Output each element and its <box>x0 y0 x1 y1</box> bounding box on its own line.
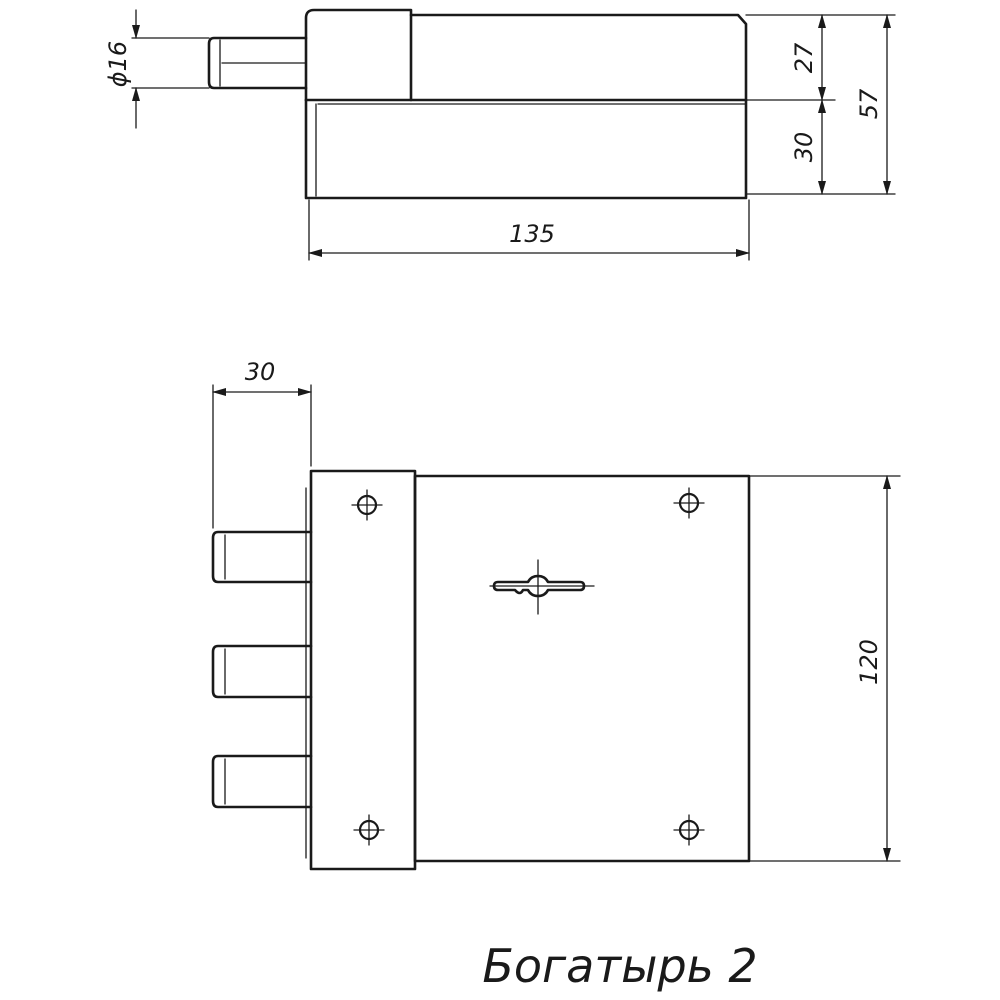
screw-hole-icon <box>351 489 383 521</box>
dim-length: 135 <box>509 220 555 248</box>
dim-lower-height: 30 <box>790 132 818 163</box>
bolt-3 <box>211 754 313 809</box>
top-view <box>207 8 748 200</box>
front-view-body <box>413 474 751 863</box>
bolt-2 <box>211 644 313 699</box>
screw-hole-icon <box>353 814 385 846</box>
front-view-dimensions: 30 120 <box>212 358 901 862</box>
top-view-dimensions: ϕ16 27 30 57 135 <box>104 9 896 261</box>
dim-bolt-projection: 30 <box>245 358 276 386</box>
screw-hole-icon <box>673 487 705 519</box>
top-view-body <box>409 13 748 102</box>
top-view-pin <box>207 36 308 90</box>
top-view-base-plate <box>304 98 748 200</box>
screw-hole-icon <box>673 814 705 846</box>
keyhole-icon <box>489 559 595 615</box>
top-view-faceplate <box>304 8 413 102</box>
front-view-faceplate <box>309 469 417 871</box>
dim-pin-diameter: ϕ16 <box>104 41 132 87</box>
dim-total-height: 57 <box>855 88 883 119</box>
bolt-1 <box>211 530 313 584</box>
dim-upper-height: 27 <box>790 42 818 73</box>
dim-body-height: 120 <box>855 639 883 685</box>
drawing-caption: Богатырь 2 <box>482 939 757 993</box>
front-view <box>211 469 751 871</box>
